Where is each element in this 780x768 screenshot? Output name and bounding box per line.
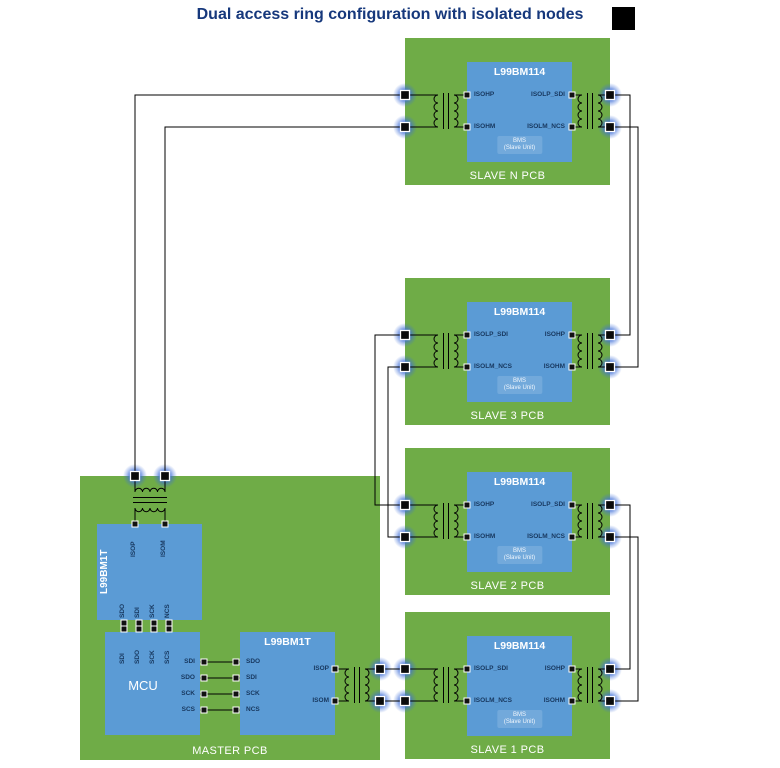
pin-label-isohp: ISOHP xyxy=(474,501,495,508)
bms-line1: BMS xyxy=(512,138,526,144)
pin-label-isohp: ISOHP xyxy=(544,331,565,338)
slave-1-pcb-label: SLAVE 1 PCB xyxy=(470,744,545,756)
pin-label-isohp: ISOHP xyxy=(544,665,565,672)
pin-label-sdi: SDI xyxy=(134,607,141,618)
pin-label-sdo: SDO xyxy=(134,649,141,664)
slave-n-pcb-label: SLAVE N PCB xyxy=(469,170,546,182)
pin-label-isolm-ncs: ISOLM_NCS xyxy=(527,533,565,540)
slave-2-pcb-label: SLAVE 2 PCB xyxy=(470,580,545,592)
pin-label-isolp-sdi: ISOLP_SDI xyxy=(474,331,508,338)
bms-unit-label: BMS (Slave Unit) xyxy=(496,546,543,564)
pin-label-isom: ISOM xyxy=(312,697,329,704)
bms-line2: (Slave Unit) xyxy=(503,555,536,561)
bms-line2: (Slave Unit) xyxy=(503,385,536,391)
wire xyxy=(164,126,405,476)
master-transceiver-1-chip: L99BM1T ISOP ISOM SDO SDI SCK NCS xyxy=(97,524,202,620)
master-transceiver-2-chip: L99BM1T SDO SDI SCK NCS ISOP ISOM xyxy=(240,632,335,735)
wire xyxy=(610,536,639,702)
slave-2-chip: L99BM114 ISOHP ISOHM ISOLP_SDI ISOLM_NCS… xyxy=(467,472,572,572)
pin-label-isolp-sdi: ISOLP_SDI xyxy=(531,501,565,508)
pin-label-sdo: SDO xyxy=(180,674,195,681)
slave-1-chip: L99BM114 ISOLP_SDI ISOLM_NCS ISOHP ISOHM… xyxy=(467,636,572,736)
chip-name: MCU xyxy=(128,678,158,693)
pin-label-isohm: ISOHM xyxy=(474,123,496,130)
bms-line1: BMS xyxy=(512,378,526,384)
bms-line1: BMS xyxy=(512,712,526,718)
mcu-chip: SDI SDO SCK SCS MCU SDI SDO SCK SCS xyxy=(105,632,200,735)
pin-label-sdi: SDI xyxy=(246,674,257,681)
bms-line2: (Slave Unit) xyxy=(503,145,536,151)
pin-label-isop: ISOP xyxy=(313,665,329,672)
pin-label-sck: SCK xyxy=(246,690,260,697)
pin-label-isolm-ncs: ISOLM_NCS xyxy=(527,123,565,130)
pin-label-isolp-sdi: ISOLP_SDI xyxy=(531,91,565,98)
chip-name: L99BM114 xyxy=(493,476,546,488)
wire xyxy=(610,126,639,368)
pin-label-isom: ISOM xyxy=(160,540,167,557)
pin-label-sck: SCK xyxy=(149,604,156,618)
slave-3-pcb: L99BM114 ISOLP_SDI ISOLM_NCS ISOHP ISOHM… xyxy=(405,278,610,425)
master-pcb-label: MASTER PCB xyxy=(192,745,268,757)
bms-line2: (Slave Unit) xyxy=(503,719,536,725)
pin-label-sdo: SDO xyxy=(246,658,261,665)
pin-label-ncs: NCS xyxy=(164,604,171,618)
pin-label-isolp-sdi: ISOLP_SDI xyxy=(474,665,508,672)
chip-name: L99BM114 xyxy=(493,66,546,78)
pin-label-sdi: SDI xyxy=(119,653,126,664)
chip-name: L99BM1T xyxy=(99,549,110,595)
slave-3-pcb-label: SLAVE 3 PCB xyxy=(470,410,545,422)
page-title: Dual access ring configuration with isol… xyxy=(196,6,584,23)
chip-name: L99BM1T xyxy=(264,636,311,648)
slave-3-chip: L99BM114 ISOLP_SDI ISOLM_NCS ISOHP ISOHM… xyxy=(467,302,572,402)
pin-label-isop: ISOP xyxy=(130,541,137,557)
bms-unit-label: BMS (Slave Unit) xyxy=(496,376,543,394)
master-pcb: L99BM1T ISOP ISOM SDO SDI SCK NCS SDI SD… xyxy=(80,476,380,760)
pin-label-isolm-ncs: ISOLM_NCS xyxy=(474,363,512,370)
pin-label-ncs: NCS xyxy=(246,706,260,713)
wire xyxy=(610,94,631,336)
bms-unit-label: BMS (Slave Unit) xyxy=(496,136,543,154)
bms-unit-label: BMS (Slave Unit) xyxy=(496,710,543,728)
wire xyxy=(387,366,405,538)
slave-2-pcb: L99BM114 ISOHP ISOHM ISOLP_SDI ISOLM_NCS… xyxy=(405,448,610,595)
slave-n-chip: L99BM114 ISOHP ISOHM ISOLP_SDI ISOLM_NCS… xyxy=(467,62,572,162)
chip-name: L99BM114 xyxy=(493,306,546,318)
pin-label-isohm: ISOHM xyxy=(543,363,565,370)
pin-label-isohm: ISOHM xyxy=(543,697,565,704)
pin-label-sdo: SDO xyxy=(119,603,126,618)
pin-label-isohm: ISOHM xyxy=(474,533,496,540)
bms-line1: BMS xyxy=(512,548,526,554)
pin-label-sck: SCK xyxy=(149,650,156,664)
pin-label-sdi: SDI xyxy=(184,658,195,665)
slave-1-pcb: L99BM114 ISOLP_SDI ISOLM_NCS ISOHP ISOHM… xyxy=(405,612,610,759)
black-marker-square xyxy=(612,7,635,30)
chip-name: L99BM114 xyxy=(493,640,546,652)
pin-label-isolm-ncs: ISOLM_NCS xyxy=(474,697,512,704)
pin-label-sck: SCK xyxy=(181,690,195,697)
pin-label-scs: SCS xyxy=(164,650,171,664)
slave-n-pcb: L99BM114 ISOHP ISOHM ISOLP_SDI ISOLM_NCS… xyxy=(405,38,610,185)
pin-label-isohp: ISOHP xyxy=(474,91,495,98)
wire xyxy=(134,94,405,476)
wire xyxy=(610,504,631,670)
pin-label-scs: SCS xyxy=(181,706,195,713)
